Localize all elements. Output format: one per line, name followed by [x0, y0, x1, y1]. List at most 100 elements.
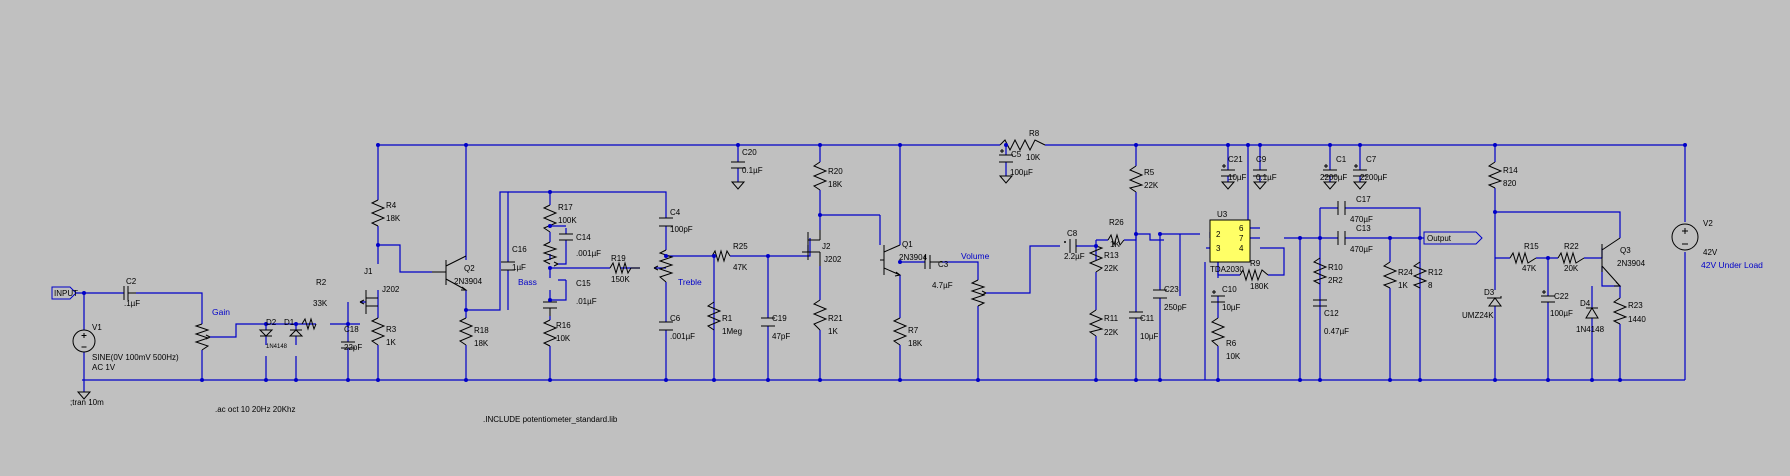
jfet-j2[interactable] — [802, 230, 821, 266]
r1-value: 1Meg — [722, 327, 742, 336]
r13-value: 22K — [1104, 264, 1119, 273]
capacitor-c10[interactable] — [1211, 290, 1225, 303]
labels: INPUT Output Gain Bass Treble Volume 42V… — [54, 129, 1763, 424]
transistor-q1[interactable] — [880, 244, 902, 277]
input-net-flag[interactable] — [51, 286, 77, 300]
resistor-r18[interactable] — [458, 317, 474, 346]
zener-diode-d3[interactable] — [1487, 296, 1502, 307]
capacitor-c18[interactable] — [341, 341, 355, 349]
resistor-r10[interactable] — [1312, 257, 1328, 285]
c6-label: C6 — [670, 314, 681, 323]
resistor-r6[interactable] — [1210, 317, 1226, 347]
capacitor-c9[interactable] — [1253, 169, 1267, 177]
diode-d1[interactable] — [288, 329, 304, 337]
transistor-q2[interactable] — [432, 255, 468, 291]
u3-pin7: 7 — [1239, 234, 1244, 243]
c3-value: 4.7µF — [932, 281, 953, 290]
r26-value: 1K — [1110, 240, 1120, 249]
resistor-r5[interactable] — [1128, 165, 1144, 193]
c15-value: .01µF — [576, 297, 597, 306]
capacitor-c16[interactable] — [501, 261, 515, 271]
resistor-r21[interactable] — [812, 299, 828, 331]
capacitor-c4[interactable] — [659, 217, 673, 227]
r18-value: 18K — [474, 339, 489, 348]
capacitor-c3[interactable] — [924, 255, 942, 269]
r11-value: 22K — [1104, 328, 1119, 337]
capacitor-c11[interactable] — [1129, 311, 1143, 319]
capacitor-c15[interactable] — [543, 301, 557, 316]
u3-value: TDA2030 — [1210, 265, 1244, 274]
resistor-r9[interactable] — [1239, 268, 1269, 282]
resistor-r23[interactable] — [1612, 297, 1628, 325]
include-directive[interactable]: .INCLUDE potentiometer_standard.lib — [483, 415, 618, 424]
c5-label: C5 — [1011, 150, 1022, 159]
resistor-r15[interactable] — [1509, 251, 1537, 265]
capacitor-c13[interactable] — [1337, 231, 1346, 245]
r5-label: R5 — [1144, 168, 1155, 177]
resistor-r1[interactable] — [706, 301, 722, 331]
output-net-flag[interactable] — [1423, 231, 1483, 245]
c22-label: C22 — [1554, 292, 1569, 301]
capacitor-c14[interactable] — [559, 233, 573, 241]
resistor-r12[interactable] — [1412, 261, 1428, 289]
capacitor-c6[interactable] — [659, 321, 673, 331]
resistor-r25[interactable] — [711, 249, 731, 263]
capacitor-c2[interactable] — [123, 286, 136, 300]
r10-value: 2R2 — [1328, 276, 1343, 285]
diode-d2[interactable] — [258, 329, 274, 337]
d1-label: D1 — [284, 318, 295, 327]
potentiometer-bass[interactable] — [542, 241, 559, 267]
capacitor-c1[interactable] — [1323, 164, 1337, 177]
resistor-r16[interactable] — [542, 319, 558, 347]
resistor-r2[interactable] — [301, 317, 317, 331]
ic-u3[interactable] — [1209, 219, 1251, 263]
capacitor-c23[interactable] — [1153, 289, 1167, 299]
potentiometer-volume[interactable] — [970, 279, 987, 307]
resistor-r13[interactable] — [1088, 245, 1104, 273]
c9-label: C9 — [1256, 155, 1267, 164]
ac-directive[interactable]: .ac oct 10 20Hz 20Khz — [215, 405, 296, 414]
r21-value: 1K — [828, 327, 838, 336]
r15-label: R15 — [1524, 242, 1539, 251]
potentiometer-gain[interactable] — [194, 323, 211, 351]
u3-pin3: 3 — [1216, 244, 1221, 253]
resistor-r17[interactable] — [542, 204, 558, 233]
d3-label: D3 — [1484, 288, 1495, 297]
r16-label: R16 — [556, 321, 571, 330]
transistor-q3[interactable] — [1601, 237, 1622, 287]
components — [72, 138, 1699, 400]
resistor-r26[interactable] — [1107, 233, 1125, 247]
capacitor-c8[interactable] — [1064, 239, 1077, 253]
v1-source-icon[interactable] — [72, 329, 96, 353]
resistor-r7[interactable] — [892, 317, 908, 346]
r6-value: 10K — [1226, 352, 1241, 361]
resistor-r4[interactable] — [370, 199, 386, 227]
c10-label: C10 — [1222, 285, 1237, 294]
capacitor-c22[interactable] — [1541, 290, 1555, 303]
v2-source-icon[interactable] — [1671, 223, 1699, 251]
j1-label: J1 — [364, 267, 373, 276]
potentiometer-treble[interactable] — [653, 249, 674, 283]
capacitor-c5[interactable] — [999, 149, 1013, 163]
c11-value: 10µF — [1140, 332, 1159, 341]
capacitor-c12[interactable] — [1313, 299, 1327, 307]
resistor-r22[interactable] — [1557, 251, 1585, 265]
resistor-r11[interactable] — [1088, 309, 1104, 337]
capacitor-c17[interactable] — [1337, 201, 1346, 215]
r3-label: R3 — [386, 325, 397, 334]
resistor-r19[interactable] — [609, 261, 640, 275]
r19-value: 150K — [611, 275, 630, 284]
resistor-r20[interactable] — [812, 161, 828, 191]
capacitor-c20[interactable] — [731, 161, 745, 169]
capacitor-c7[interactable] — [1353, 164, 1367, 177]
capacitor-c19[interactable] — [761, 317, 775, 327]
resistor-r14[interactable] — [1487, 161, 1503, 189]
r2-label: R2 — [316, 278, 327, 287]
jfet-j1[interactable] — [359, 290, 378, 314]
capacitor-c21[interactable] — [1221, 164, 1235, 177]
diode-d4[interactable] — [1585, 307, 1599, 319]
resistor-r3[interactable] — [370, 317, 386, 346]
tran-directive[interactable]: ;tran 10m — [70, 398, 104, 407]
resistor-r24[interactable] — [1382, 261, 1398, 289]
